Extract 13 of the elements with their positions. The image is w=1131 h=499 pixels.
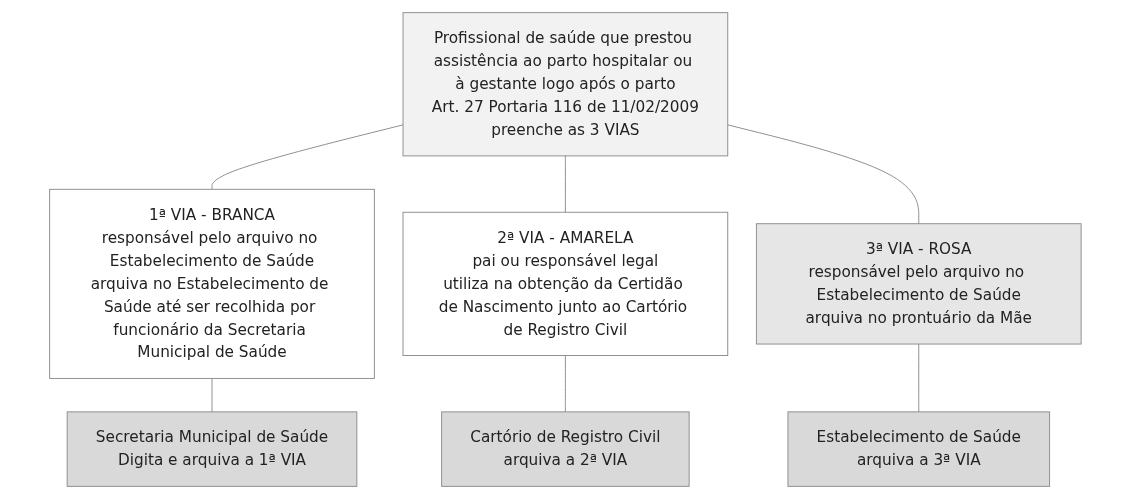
node-box: Profissional de saúde que prestou assistência ao parto hospitalar ou à gestante logo após o parto Art. 27 Portaria 116 de 11/02/2009 preenche as 3 VIAS <box>402 12 729 157</box>
node-box: Secretaria Municipal de Saúde Digita e arquiva a 1ª VIA <box>66 411 358 487</box>
connector <box>727 124 920 225</box>
connector <box>211 124 404 190</box>
node-box: 3ª VIA - ROSA responsável pelo arquivo no Estabelecimento de Saúde arquiva no prontuário da Mãe <box>756 223 1082 345</box>
connector <box>211 377 213 413</box>
connector <box>918 343 920 413</box>
connector <box>565 355 566 413</box>
node-box: Cartório de Registro Civil arquiva a 2ª VIA <box>441 411 690 487</box>
node-box: 2ª VIA - AMARELA pai ou responsável legal utiliza na obtenção da Certidão de Nascimento junto ao Cartório de Registro Civil <box>402 211 729 356</box>
node-box: Estabelecimento de Saúde arquiva a 3ª VIA <box>787 411 1051 487</box>
connector <box>565 155 566 213</box>
node-box: 1ª VIA - BRANCA responsável pelo arquivo no Estabelecimento de Saúde arquiva no Estabelecimento de Saúde até ser recolhida por funcionário da Secretaria Municipal de Saúde <box>49 188 375 379</box>
